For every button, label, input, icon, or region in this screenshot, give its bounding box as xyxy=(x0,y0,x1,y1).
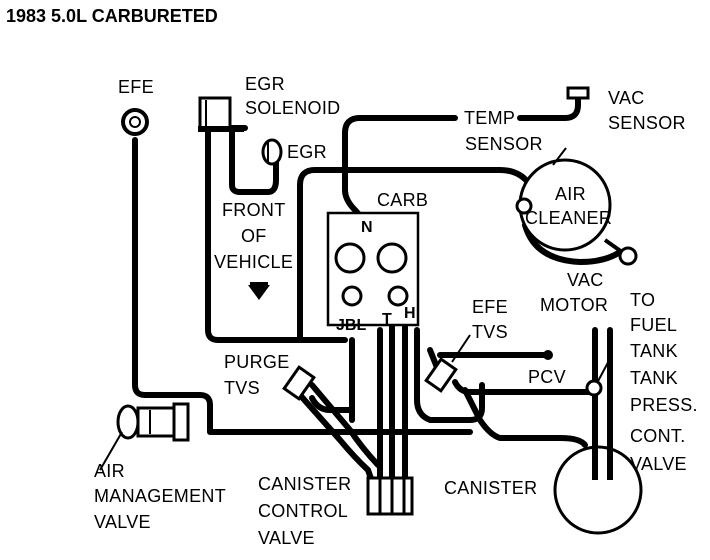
label-vac-motor-2: MOTOR xyxy=(540,295,608,315)
air-cleaner-loop-hose xyxy=(297,167,533,343)
label-air-cleaner-2: CLEANER xyxy=(525,208,612,228)
vac-sensor-body xyxy=(566,86,590,100)
diagram-title: 1983 5.0L CARBURETED xyxy=(6,6,218,26)
label-to-fuel-tank-2: FUEL xyxy=(630,315,677,335)
carb-h-hose-2 xyxy=(414,327,485,423)
amv-leader xyxy=(99,431,123,471)
air-cleaner-component xyxy=(515,147,612,252)
label-vac-sensor-2: SENSOR xyxy=(608,113,686,133)
purge-tvs-component xyxy=(282,365,316,401)
tank-press-valve xyxy=(585,379,603,397)
label-vac-motor-1: VAC xyxy=(567,270,604,290)
efe-tvs-to-canister-hose xyxy=(462,387,588,448)
carb-barrel-2 xyxy=(376,242,408,274)
label-purge-tvs-1: PURGE xyxy=(224,352,290,372)
temp-sensor-hose xyxy=(342,115,458,221)
label-canister: CANISTER xyxy=(444,478,537,498)
label-tank-press-1: TANK xyxy=(630,368,678,388)
efe-hose xyxy=(132,137,333,435)
vac-motor-body xyxy=(618,246,638,266)
label-efe-tvs-2: TVS xyxy=(472,322,508,342)
label-temp-sensor-1: TEMP xyxy=(464,108,515,128)
egr-valve-hose xyxy=(229,129,279,195)
carb-barrel-4 xyxy=(387,285,409,307)
label-egr-solenoid-2: SOLENOID xyxy=(245,98,340,118)
air-cleaner-body xyxy=(518,158,612,252)
jbl-to-purge-hose xyxy=(309,395,355,413)
label-canister-ctrl-3: VALVE xyxy=(258,528,315,548)
pcv-end-cap xyxy=(543,350,553,360)
label-air-cleaner-1: AIR xyxy=(555,184,586,204)
label-tank-press-4: VALVE xyxy=(630,454,687,474)
canister-component xyxy=(553,445,643,535)
carb-barrel-3 xyxy=(341,285,363,307)
purge-tvs-hose-1 xyxy=(297,392,378,493)
label-air-mgmt-1: AIR xyxy=(94,461,125,481)
vac-motor-hose xyxy=(522,222,623,265)
label-air-mgmt-3: VALVE xyxy=(94,512,151,532)
egr-solenoid-component xyxy=(198,96,244,132)
label-efe: EFE xyxy=(118,77,154,97)
label-efe-tvs-1: EFE xyxy=(472,297,508,317)
efe-component xyxy=(121,108,149,136)
label-egr: EGR xyxy=(287,142,327,162)
efe-tvs-body xyxy=(424,357,458,393)
label-to-fuel-tank-1: TO xyxy=(630,290,655,310)
label-tank-press-2: PRESS. xyxy=(630,395,698,415)
label-carb: CARB xyxy=(377,190,428,210)
label-purge-tvs-2: TVS xyxy=(224,378,260,398)
air-cleaner-port xyxy=(515,197,533,215)
efe-tvs-component xyxy=(424,334,471,393)
label-carb-jbl: JBL xyxy=(336,317,366,334)
purge-tvs-hose-2 xyxy=(309,382,381,468)
label-to-fuel-tank-3: TANK xyxy=(630,341,678,361)
label-temp-sensor-2: SENSOR xyxy=(465,134,543,154)
label-front-1: FRONT xyxy=(222,200,286,220)
label-front-2: OF xyxy=(241,226,267,246)
carb-barrel-1 xyxy=(334,242,366,274)
amv-body xyxy=(136,406,176,438)
label-egr-solenoid-1: EGR xyxy=(245,74,285,94)
vac-sensor-hose xyxy=(517,92,581,121)
vac-motor-arm xyxy=(603,238,624,254)
label-canister-ctrl-1: CANISTER xyxy=(258,474,351,494)
vac-sensor-component xyxy=(566,86,590,100)
purge-tvs-body xyxy=(282,365,316,401)
vacuum-hoses xyxy=(132,92,623,493)
vac-motor-component xyxy=(603,238,638,266)
front-arrow-icon xyxy=(248,285,270,300)
air-management-valve-component xyxy=(99,402,190,471)
efe-ring-inner xyxy=(129,116,141,128)
label-front-3: VEHICLE xyxy=(214,252,293,272)
egr-valve-component xyxy=(261,138,283,166)
label-carb-n: N xyxy=(361,219,373,236)
front-arrow-bar xyxy=(250,282,268,286)
label-carb-t: T xyxy=(382,311,392,328)
label-canister-ctrl-2: CONTROL xyxy=(258,501,348,521)
component-labels: EFE EGR SOLENOID EGR VAC SENSOR TEMP SEN… xyxy=(94,74,698,548)
egr-valve-body xyxy=(261,138,283,166)
egr-solenoid-body xyxy=(198,96,232,132)
egr-solenoid-hose xyxy=(205,129,348,343)
tank-press-leader xyxy=(596,354,613,384)
efe-tvs-leader xyxy=(451,334,471,363)
carburetor xyxy=(326,211,420,327)
label-vac-sensor-1: VAC xyxy=(608,88,645,108)
label-tank-press-3: CONT. xyxy=(630,426,686,446)
label-pcv: PCV xyxy=(528,367,566,387)
canister-control-valve-component xyxy=(366,476,414,516)
temp-sensor-leader xyxy=(552,147,567,166)
egr-solenoid-base xyxy=(198,126,244,132)
label-carb-h: H xyxy=(404,305,416,322)
amv-right-flange xyxy=(172,402,190,442)
tank-to-efe-hose xyxy=(452,379,593,395)
label-air-mgmt-2: MANAGEMENT xyxy=(94,486,226,506)
